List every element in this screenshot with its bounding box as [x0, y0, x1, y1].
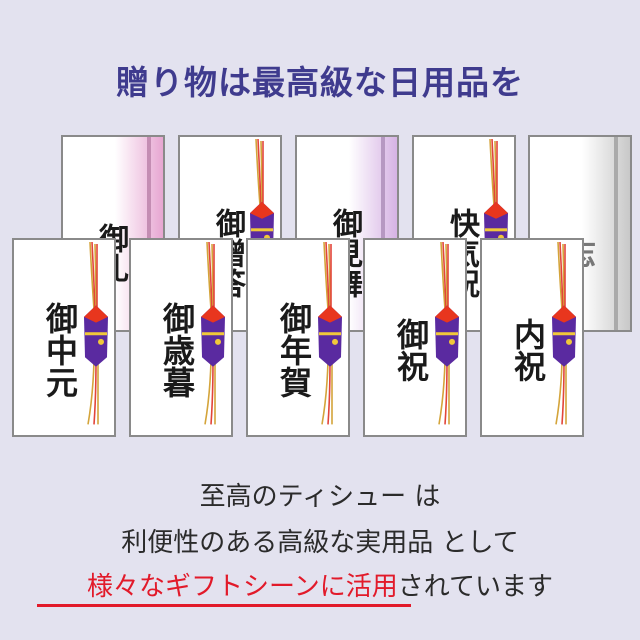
noshi-card: 御歳暮 — [129, 238, 233, 437]
card-label: 御中元 — [41, 302, 79, 398]
noshi-card: 御中元 — [12, 238, 116, 437]
mizuhiki-ornament-icon — [552, 242, 576, 425]
noshi-card: 内祝 — [480, 238, 584, 437]
paper-strip — [582, 137, 630, 330]
copy-line-2: 利便性のある高級な実用品 として — [121, 528, 519, 558]
card-label: 内祝 — [509, 318, 547, 382]
headline: 贈り物は最高級な日用品を — [116, 63, 524, 102]
copy-line-3-rest: されています — [397, 572, 553, 602]
mizuhiki-ornament-icon — [318, 242, 342, 425]
mizuhiki-ornament-icon — [201, 242, 225, 425]
highlight-underline — [37, 604, 411, 607]
copy-line-3: 様々なギフトシーンに活用されています — [0, 566, 640, 603]
mizuhiki-ornament-icon — [84, 242, 108, 425]
copy-line-1: 至高のティシュー は — [199, 482, 441, 512]
highlight-text: 様々なギフトシーンに活用 — [87, 572, 398, 602]
noshi-card: 御年賀 — [246, 238, 350, 437]
card-label: 御祝 — [392, 318, 430, 382]
card-label: 御年賀 — [275, 302, 313, 398]
card-label: 御歳暮 — [158, 302, 196, 398]
noshi-card: 御祝 — [363, 238, 467, 437]
mizuhiki-ornament-icon — [435, 242, 459, 425]
